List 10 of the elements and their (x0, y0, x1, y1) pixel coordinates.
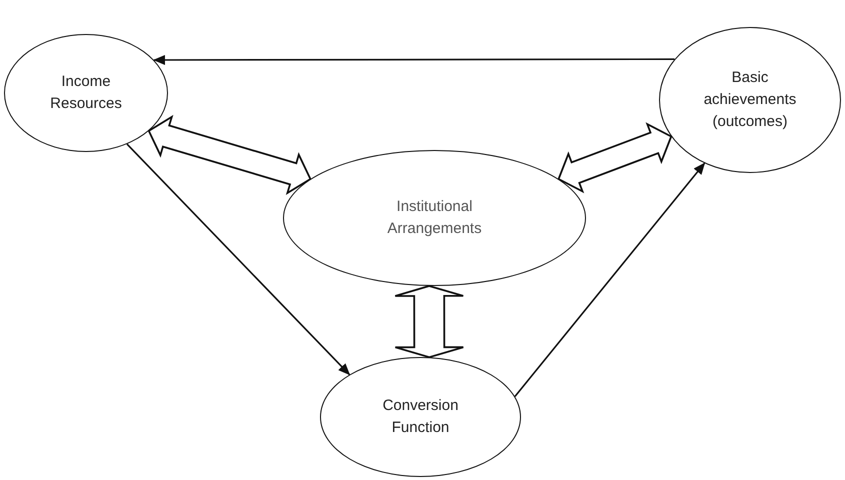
node-label: Basic achievements (outcomes) (702, 68, 798, 132)
arrow (514, 162, 706, 397)
block-arrow (148, 114, 312, 195)
node-label: Conversion Function (382, 396, 460, 438)
block-arrow (394, 285, 464, 358)
node-label: Income Resources (49, 72, 123, 114)
block-arrow (557, 122, 672, 194)
arrow (126, 144, 350, 376)
node-label: Institutional Arrangements (386, 197, 483, 239)
arrow (152, 55, 675, 65)
